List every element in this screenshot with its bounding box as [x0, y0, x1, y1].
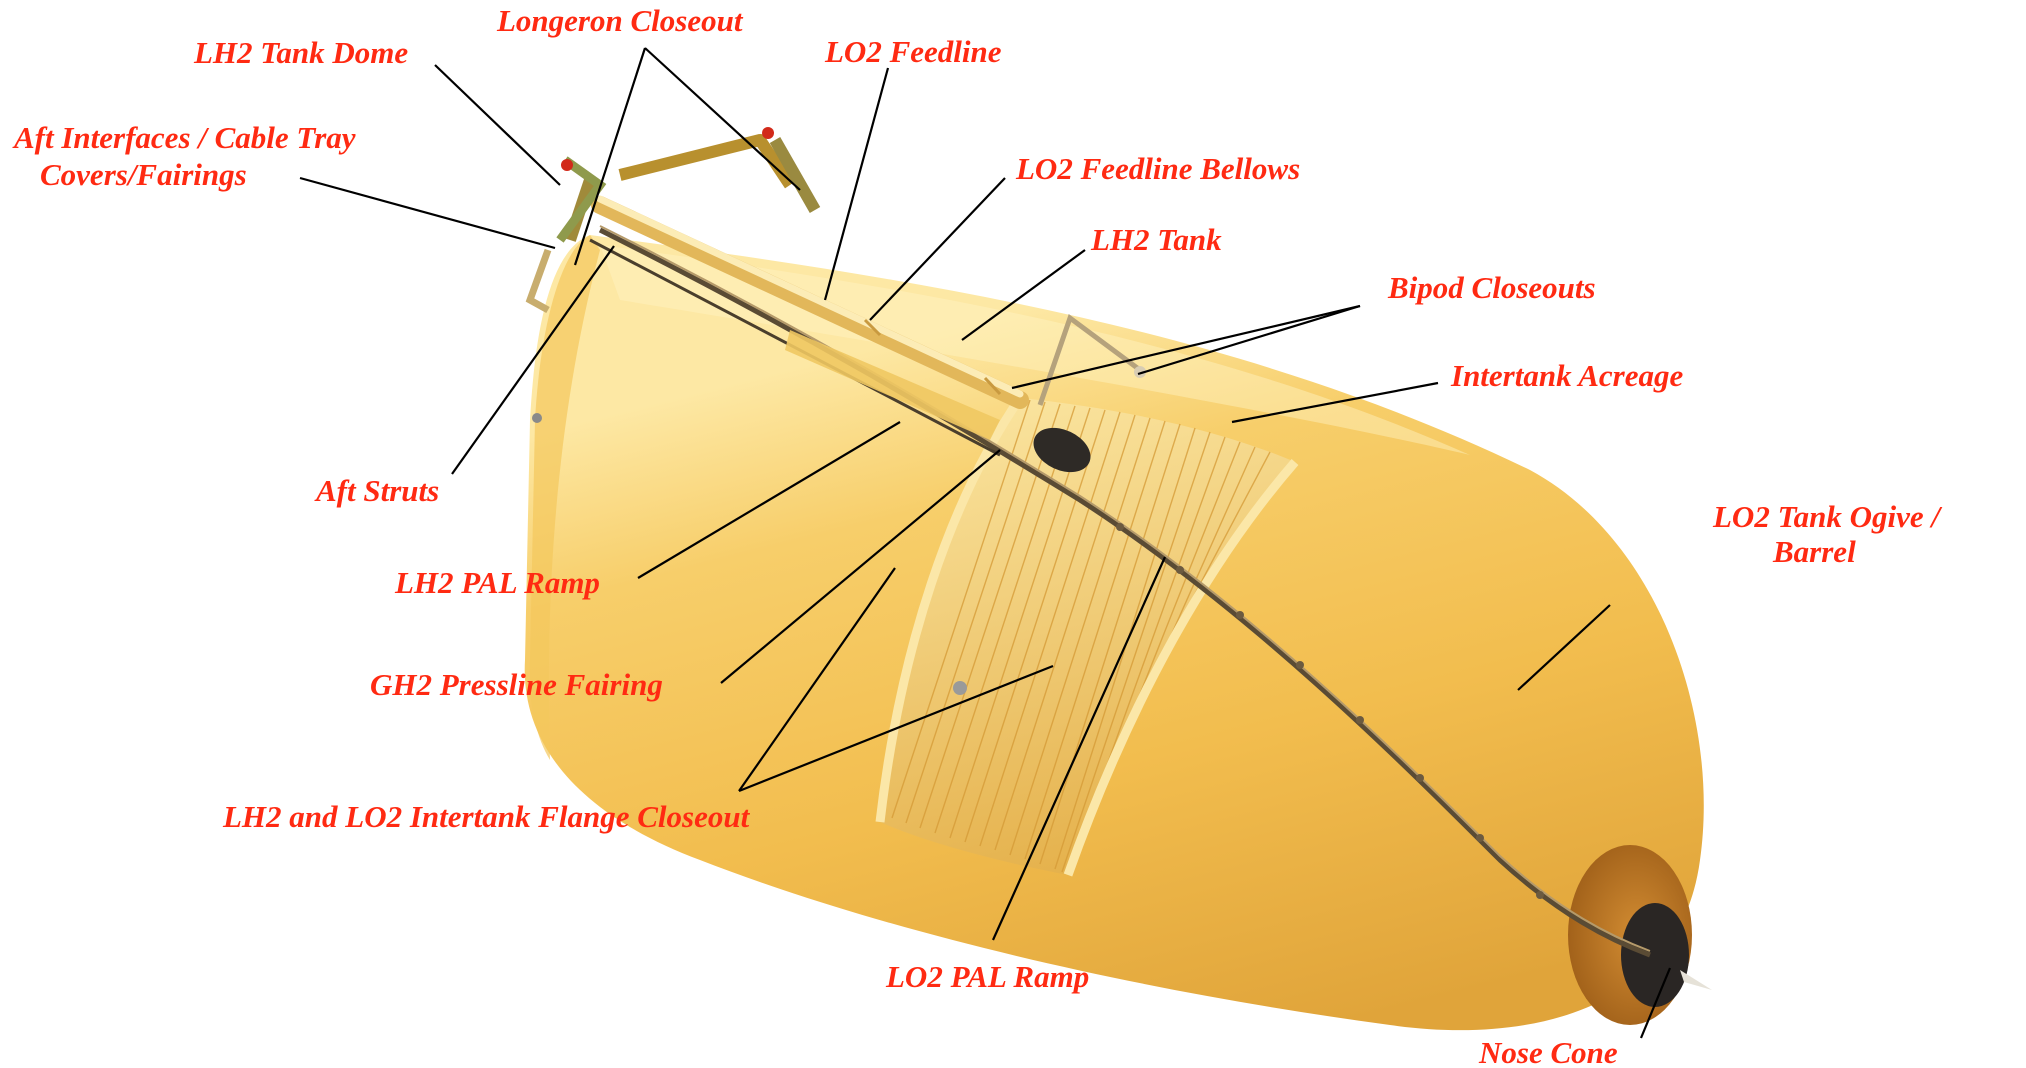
leader-lo2-feedline — [825, 68, 888, 300]
label-lh2-tank: LH2 Tank — [1090, 222, 1222, 257]
label-aft-interfaces-line2: Covers/Fairings — [40, 157, 247, 192]
label-lo2-feedline: LO2 Feedline — [824, 34, 1002, 69]
label-nose-cone: Nose Cone — [1478, 1035, 1618, 1068]
label-lo2-tank-ogive-line1: LO2 Tank Ogive / — [1712, 499, 1942, 534]
aft-fitting — [532, 413, 542, 423]
label-intertank-acreage: Intertank Acreage — [1450, 358, 1683, 393]
label-intertank-flange-closeout: LH2 and LO2 Intertank Flange Closeout — [222, 799, 751, 834]
label-lh2-pal-ramp: LH2 PAL Ramp — [394, 565, 600, 600]
label-lo2-feedline-bellows: LO2 Feedline Bellows — [1015, 151, 1300, 186]
label-lo2-pal-ramp: LO2 PAL Ramp — [885, 959, 1089, 994]
leader-aft-interfaces — [300, 178, 555, 248]
leader-lh2-tank-dome — [435, 65, 560, 185]
label-lh2-tank-dome: LH2 Tank Dome — [193, 35, 408, 70]
label-gh2-pressline-fairing: GH2 Pressline Fairing — [370, 667, 663, 702]
intertank-fitting — [953, 681, 967, 695]
external-tank-illustration — [525, 127, 1712, 1030]
label-aft-interfaces-line1: Aft Interfaces / Cable Tray — [12, 120, 356, 155]
nose-cone-cap — [1621, 903, 1689, 1007]
label-bipod-closeouts: Bipod Closeouts — [1387, 270, 1596, 305]
label-lo2-tank-ogive-line2: Barrel — [1772, 534, 1856, 569]
label-aft-struts: Aft Struts — [314, 473, 439, 508]
label-longeron-closeout: Longeron Closeout — [496, 3, 744, 38]
